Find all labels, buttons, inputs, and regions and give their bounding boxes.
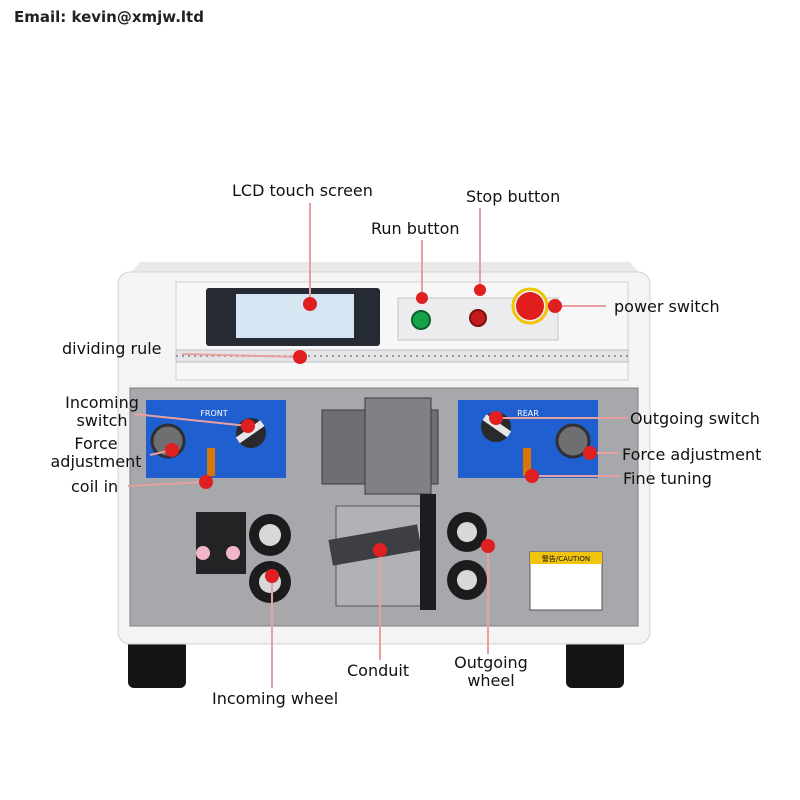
pink-roller-2: [226, 546, 240, 560]
conduit: [328, 524, 422, 566]
marker-lcd: [303, 297, 317, 311]
force-left-line-1: Force: [74, 434, 118, 453]
label-force-adjustment-right: Force adjustment: [622, 445, 762, 464]
caution-header: [530, 552, 602, 564]
label-power-switch: power switch: [614, 297, 720, 316]
marker-power: [548, 299, 562, 313]
label-conduit: Conduit: [347, 661, 410, 680]
pink-roller-1: [196, 546, 210, 560]
caution-text: 警告/CAUTION: [542, 554, 590, 563]
label-incoming-wheel: Incoming wheel: [212, 689, 339, 708]
label-outgoing-wheel: Outgoing wheel: [446, 654, 536, 690]
marker-coil-in: [199, 475, 213, 489]
label-run-button: Run button: [371, 219, 460, 238]
outgoing-wheel-top-hub: [457, 522, 477, 542]
motor-face: [364, 397, 432, 495]
marker-fine-tuning: [525, 469, 539, 483]
label-lcd-touch-screen: LCD touch screen: [232, 181, 373, 200]
right-force-knob: [555, 423, 591, 459]
label-stop-button: Stop button: [466, 187, 561, 206]
right-tuning-window: [523, 448, 531, 476]
incoming-switch-line-1: Incoming: [65, 393, 139, 412]
marker-incoming-wheel: [265, 569, 279, 583]
stop-button: [469, 309, 487, 327]
left-coil-window: [207, 448, 215, 476]
marker-dots: [165, 284, 597, 583]
marker-incoming-switch: [241, 419, 255, 433]
marker-dividing: [293, 350, 307, 364]
incoming-wheel-top-hub: [259, 524, 281, 546]
gear-rack: [420, 494, 436, 610]
marker-outgoing-switch: [489, 411, 503, 425]
front-label: FRONT: [200, 409, 227, 418]
label-dividing-rule: dividing rule: [62, 339, 162, 358]
right-foot: [566, 640, 624, 688]
marker-force-left: [165, 443, 179, 457]
force-left-line-2: adjustment: [50, 452, 142, 471]
label-coil-in: coil in: [71, 477, 119, 496]
outgoing-wheel-bottom-hub: [457, 570, 477, 590]
marker-outgoing-wheel: [481, 539, 495, 553]
lcd-display: [236, 294, 354, 338]
outgoing-wheel-line-2: wheel: [467, 671, 515, 690]
left-foot: [128, 640, 186, 688]
label-fine-tuning: Fine tuning: [623, 469, 712, 488]
email-text: Email: kevin@xmjw.ltd: [14, 8, 204, 26]
marker-run: [416, 292, 428, 304]
label-force-adjustment-left: Force adjustment: [44, 435, 148, 471]
run-button: [411, 310, 431, 330]
outgoing-wheel-line-1: Outgoing: [454, 653, 528, 672]
incoming-switch-line-2: switch: [76, 411, 128, 430]
power-switch: [516, 292, 544, 320]
rear-label: REAR: [517, 409, 539, 418]
marker-conduit: [373, 543, 387, 557]
guide-blocks: [196, 512, 246, 574]
label-outgoing-switch: Outgoing switch: [630, 409, 760, 428]
marker-stop: [474, 284, 486, 296]
label-incoming-switch: Incoming switch: [58, 394, 146, 430]
marker-force-right: [583, 446, 597, 460]
